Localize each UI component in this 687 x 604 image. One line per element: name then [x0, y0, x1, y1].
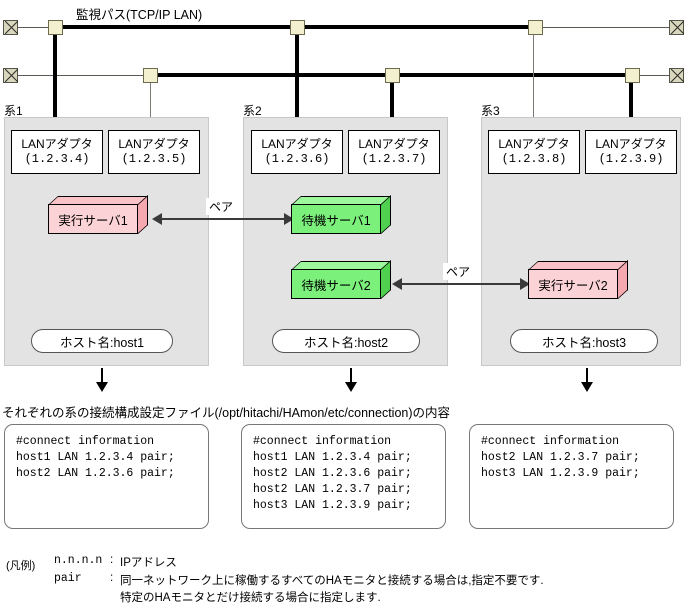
legend-sep-pair: : — [110, 572, 114, 584]
server-box-label: 待機サーバ2 — [291, 269, 381, 299]
bus-title: 監視パス(TCP/IP LAN) — [76, 8, 203, 22]
drop-line-sys2-adapter2 — [390, 76, 394, 134]
arrow-head-left — [152, 213, 162, 225]
bus-segment-top-right — [536, 27, 672, 28]
hostname-pill-host1: ホスト名:host1 — [31, 329, 173, 353]
lan-adapter-ip: (1.2.3.7) — [361, 152, 427, 166]
bus-tap-icon-second-sys1[interactable] — [143, 68, 158, 83]
server-box-exec-2: 実行サーバ2 — [528, 259, 628, 299]
lan-adapter-label: LANアダプタ — [498, 137, 570, 151]
bus-tap-icon-top-sys2[interactable] — [290, 20, 305, 35]
server-box-label: 実行サーバ2 — [528, 269, 618, 299]
drop-line-sys1-adapter2 — [150, 76, 151, 134]
lan-adapter-1-2-3-8: LANアダプタ (1.2.3.8) — [488, 130, 580, 174]
server-box-standby-1: 待機サーバ1 — [291, 194, 391, 234]
legend-desc-pair-continuation: 特定のHAモニタとだけ接続する場合に指定します. — [120, 592, 381, 604]
drop-line-sys3-adapter2 — [629, 76, 633, 134]
lan-adapter-1-2-3-9: LANアダプタ (1.2.3.9) — [585, 130, 677, 174]
config-line: host1 LAN 1.2.3.4 pair; — [16, 451, 175, 464]
config-line: host2 LAN 1.2.3.7 pair; — [253, 483, 412, 496]
system-label-2: 系2 — [243, 104, 262, 118]
arrow-head-down — [581, 382, 593, 392]
down-arrow-sys2 — [345, 368, 357, 392]
arrow-shaft — [401, 283, 521, 285]
server-box-standby-2: 待機サーバ2 — [291, 259, 391, 299]
legend-desc-pair: 同一ネットワーク上に稼働するすべてのHAモニタと接続する場合は,指定不要です. — [120, 575, 544, 587]
system-label-3: 系3 — [481, 104, 500, 118]
arrow-head-down — [96, 382, 108, 392]
lan-adapter-1-2-3-4: LANアダプタ (1.2.3.4) — [11, 130, 103, 174]
legend-desc-ip: IPアドレス — [120, 557, 177, 569]
config-line: #connect information — [16, 435, 155, 448]
lan-adapter-label: LANアダプタ — [261, 137, 333, 151]
config-file-box-host3: #connect information host2 LAN 1.2.3.7 p… — [469, 424, 674, 529]
arrow-stem — [101, 368, 103, 383]
server-box-side-face — [381, 259, 391, 299]
hostname-pill-host3: ホスト名:host3 — [510, 329, 658, 353]
terminator-icon-top-right — [669, 20, 684, 35]
pair-label-2: ペア — [443, 263, 474, 280]
bus-tap-icon-second-sys3[interactable] — [625, 68, 640, 83]
arrow-stem — [350, 368, 352, 383]
server-box-side-face — [138, 194, 148, 234]
system-label-1: 系1 — [4, 104, 23, 118]
drop-line-sys1-adapter1 — [53, 28, 57, 134]
bus-tap-icon-top-sys1[interactable] — [48, 20, 63, 35]
legend-tag: (凡例) — [6, 560, 36, 572]
hostname-pill-host2: ホスト名:host2 — [272, 329, 420, 353]
config-line: #connect information — [253, 435, 392, 448]
config-line: host1 LAN 1.2.3.4 pair; — [253, 451, 412, 464]
pair-arrow-exec1-standby1 — [152, 212, 294, 226]
bus-segment-top-left — [15, 27, 60, 28]
lan-adapter-ip: (1.2.3.6) — [264, 152, 330, 166]
bus-tap-icon-second-sys2[interactable] — [385, 68, 400, 83]
lan-adapter-1-2-3-5: LANアダプタ (1.2.3.5) — [108, 130, 200, 174]
terminator-icon-top-left — [3, 20, 18, 35]
config-line: #connect information — [481, 435, 620, 448]
config-line: host2 LAN 1.2.3.6 pair; — [253, 467, 412, 480]
lan-adapter-ip: (1.2.3.8) — [501, 152, 567, 166]
lan-adapter-1-2-3-7: LANアダプタ (1.2.3.7) — [348, 130, 440, 174]
terminator-icon-second-right — [669, 68, 684, 83]
arrow-shaft — [161, 218, 285, 220]
arrow-stem — [586, 368, 588, 383]
arrow-head-down — [345, 382, 357, 392]
config-line: host3 LAN 1.2.3.9 pair; — [253, 499, 412, 512]
legend-key-pair: pair — [54, 572, 82, 585]
lan-adapter-label: LANアダプタ — [358, 137, 430, 151]
legend-key-ip: n.n.n.n — [54, 554, 103, 567]
server-box-side-face — [381, 194, 391, 234]
config-files-caption: それぞれの系の接続構成設定ファイル(/opt/hitachi/HAmon/etc… — [2, 406, 451, 420]
arrow-head-left — [392, 278, 402, 290]
lan-adapter-label: LANアダプタ — [21, 137, 93, 151]
pair-label-1: ペア — [206, 198, 237, 215]
bus-segment-second-left — [15, 75, 155, 76]
config-line: host2 LAN 1.2.3.6 pair; — [16, 467, 175, 480]
lan-adapter-ip: (1.2.3.9) — [598, 152, 664, 166]
lan-adapter-ip: (1.2.3.5) — [121, 152, 187, 166]
down-arrow-sys3 — [581, 368, 593, 392]
bus-tap-icon-top-sys3[interactable] — [528, 20, 543, 35]
lan-adapter-1-2-3-6: LANアダプタ (1.2.3.6) — [251, 130, 343, 174]
lan-adapter-ip: (1.2.3.4) — [24, 152, 90, 166]
pair-arrow-standby2-exec2 — [392, 277, 530, 291]
server-box-label: 待機サーバ1 — [291, 204, 381, 234]
down-arrow-sys1 — [96, 368, 108, 392]
arrow-head-right — [284, 213, 294, 225]
drop-line-sys3-adapter1 — [533, 28, 534, 134]
bus-segment-second-right — [640, 75, 672, 76]
config-line: host3 LAN 1.2.3.9 pair; — [481, 467, 640, 480]
server-box-label: 実行サーバ1 — [48, 204, 138, 234]
drop-line-sys2-adapter1 — [295, 28, 299, 134]
server-box-exec-1: 実行サーバ1 — [48, 194, 148, 234]
legend-sep-ip: : — [110, 554, 114, 566]
config-file-box-host1: #connect information host1 LAN 1.2.3.4 p… — [4, 424, 209, 529]
server-box-side-face — [618, 259, 628, 299]
lan-adapter-label: LANアダプタ — [118, 137, 190, 151]
terminator-icon-second-left — [3, 68, 18, 83]
arrow-head-right — [520, 278, 530, 290]
config-line: host2 LAN 1.2.3.7 pair; — [481, 451, 640, 464]
config-file-box-host2: #connect information host1 LAN 1.2.3.4 p… — [241, 424, 446, 529]
lan-adapter-label: LANアダプタ — [595, 137, 667, 151]
